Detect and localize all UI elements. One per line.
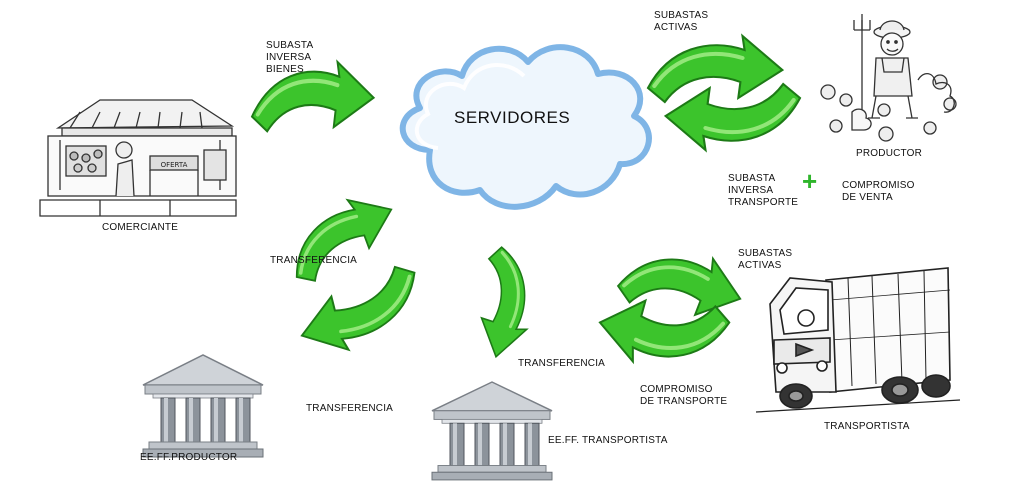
curved-arrow-icon [648, 36, 782, 102]
farmer-icon [820, 14, 957, 142]
flow-label-subastas-activas-transportista: SUBASTAS ACTIVAS [738, 248, 793, 271]
flow-label-transferencia-comerciante: TRANSFERENCIA [270, 255, 358, 266]
flow-label-subastas-activas-productor: SUBASTAS ACTIVAS [654, 10, 709, 33]
flow-label-compromiso-venta: COMPROMISO DE VENTA [842, 180, 915, 203]
cloud-title: SERVIDORES [454, 108, 571, 127]
svg-text:OFERTA: OFERTA [161, 161, 188, 169]
truck-icon [755, 267, 961, 413]
flow-label-subasta-inversa-transporte: SUBASTA INVERSA TRANSPORTE [728, 173, 799, 208]
plus-sign: + [802, 166, 818, 196]
actor-label-ee-ff-productor: EE.FF.PRODUCTOR [140, 452, 238, 463]
curved-arrow-icon [470, 243, 542, 363]
bank-icon [142, 354, 264, 458]
flow-label-transferencia-productor: TRANSFERENCIA [306, 403, 394, 414]
bank-icon [431, 381, 553, 481]
flow-label-subasta-inversa-bienes: SUBASTA INVERSA BIENES [266, 40, 314, 75]
flow-label-transferencia-transportista: TRANSFERENCIA [518, 358, 606, 369]
actor-label-ee-ff-transportista: EE.FF. TRANSPORTISTA [548, 435, 668, 446]
actor-label-transportista: TRANSPORTISTA [824, 421, 910, 432]
flow-label-compromiso-transporte: COMPROMISO DE TRANSPORTE [640, 384, 728, 407]
cloud-icon [399, 44, 652, 210]
curved-arrow-icon [274, 182, 406, 290]
actor-label-productor: PRODUCTOR [856, 148, 923, 159]
market-stall-icon: OFERTA [39, 99, 237, 217]
actor-label-comerciante: COMERCIANTE [102, 222, 179, 233]
curved-arrow-icon [666, 84, 800, 150]
